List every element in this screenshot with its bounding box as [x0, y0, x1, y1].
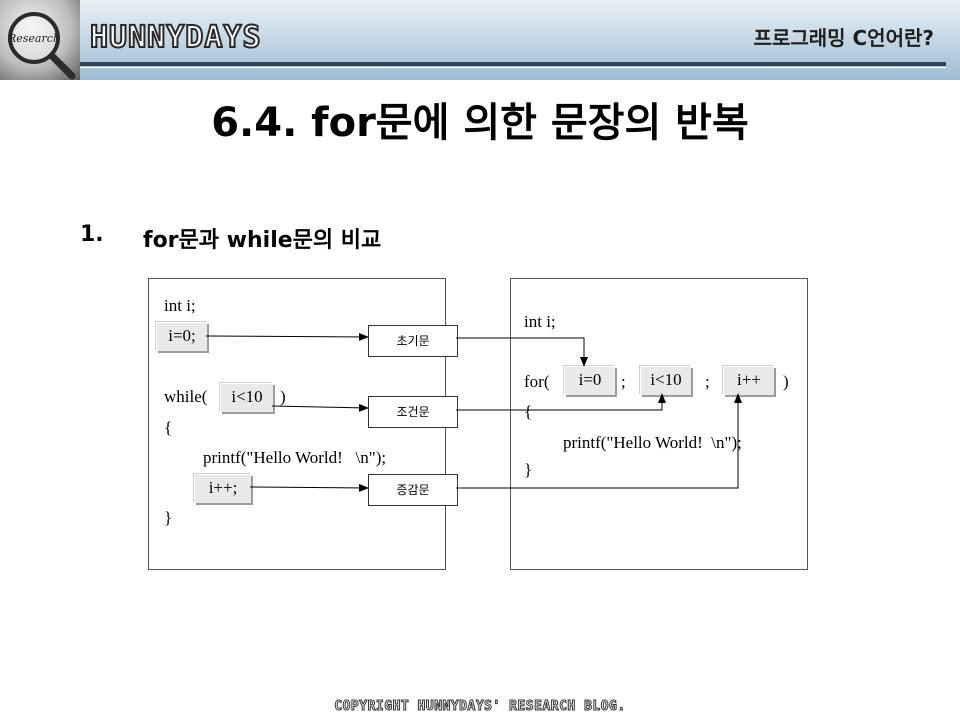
header-divider [80, 62, 946, 66]
header-divider-highlight [80, 67, 946, 68]
for-init-chip: i=0 [564, 366, 615, 395]
arrow-label-to-for-cond [456, 393, 666, 411]
slide-title: 6.4. for문에 의한 문장의 반복 [211, 100, 749, 146]
copyright-footer: COPYRIGHT HUNNYDAYS' RESEARCH BLOG. [334, 699, 626, 715]
logo-text: Research [7, 32, 60, 45]
while-keyword: while( [164, 387, 208, 406]
label-increment: 증감문 [368, 474, 458, 506]
while-printf: printf("Hello World! \n"); [203, 448, 387, 467]
while-brace-open: { [164, 418, 173, 437]
subject-title: 프로그래밍 C언어란? [753, 26, 934, 50]
while-incr-chip: i++; [194, 474, 251, 503]
for-keyword: for( [524, 372, 550, 391]
label-condition: 조건문 [368, 396, 458, 428]
label-init: 초기문 [368, 325, 458, 357]
while-paren-close: ) [280, 387, 286, 406]
header-banner: Research HUNNYDAYS 프로그래밍 C언어란? [0, 0, 960, 80]
arrow-incr-to-label [249, 483, 369, 492]
for-semicolon-1: ; [621, 372, 626, 391]
for-declaration: int i; [524, 312, 556, 331]
for-incr-chip: i++ [723, 366, 774, 395]
while-cond-chip: i<10 [220, 383, 273, 412]
brand-name: HUNNYDAYS [89, 19, 262, 56]
magnifier-icon: Research [7, 12, 76, 80]
for-paren-close: ) [783, 372, 789, 391]
section-title: for문과 while문의 비교 [143, 228, 382, 253]
while-declaration: int i; [164, 296, 196, 315]
section-number: 1. [80, 222, 104, 247]
for-brace-open: { [524, 402, 533, 421]
for-printf: printf("Hello World! \n"); [563, 433, 742, 452]
for-cond-chip: i<10 [640, 366, 691, 395]
for-brace-close: } [524, 460, 533, 479]
arrow-label-to-for-init [456, 337, 588, 367]
for-semicolon-2: ; [705, 372, 710, 391]
while-init-chip: i=0; [156, 322, 207, 351]
while-brace-close: } [164, 508, 173, 527]
arrow-label-to-for-incr [456, 393, 742, 489]
logo: Research [0, 0, 80, 80]
arrow-init-to-label [205, 332, 369, 341]
for-code-panel [510, 278, 808, 570]
arrow-cond-to-label [271, 403, 369, 412]
